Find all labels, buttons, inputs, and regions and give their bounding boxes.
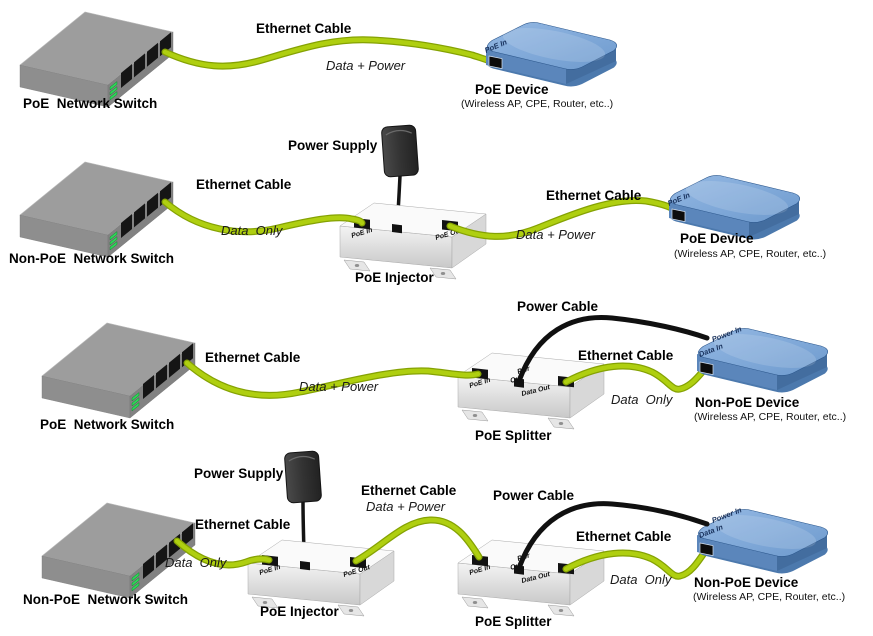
poe-splitter-label: PoE Splitter	[475, 614, 552, 629]
non-poe-device-label: Non-PoE Device	[694, 575, 799, 590]
data-power-label: Data + Power	[326, 58, 406, 73]
poe-device-body	[485, 20, 618, 87]
power-cable-label: Power Cable	[517, 299, 599, 314]
power-cable	[516, 314, 710, 384]
power-connector	[300, 561, 310, 571]
injector-body	[339, 202, 487, 280]
splitter-out-label: Out	[510, 561, 524, 571]
poe-network-switch	[19, 11, 174, 108]
poe-switch-label: PoE Network Switch	[40, 417, 175, 432]
poe-switch-label: PoE Network Switch	[23, 96, 158, 111]
power-supply-brick	[380, 124, 420, 178]
splitter-out-label: Out	[510, 374, 524, 384]
poe-device-sublabel: (Wireless AP, CPE, Router, etc..)	[461, 98, 614, 110]
ethernet-cable	[447, 198, 682, 239]
non-poe-device-label: Non-PoE Device	[695, 395, 800, 410]
poe-device-label: PoE Device	[680, 231, 754, 246]
ethernet-cable	[162, 37, 495, 69]
row-4-nonpoe-switch-injector-splitter-nonpoe-device: PoE In PoE Out PoE In Pwr Out Data Out P…	[41, 450, 829, 617]
poe-device-label: PoE Device	[475, 82, 549, 97]
ethernet-cable-label: Ethernet Cable	[195, 517, 291, 532]
poe-splitter: PoE In Pwr Out Data Out	[457, 539, 605, 617]
poe-device: PoE In	[483, 20, 618, 87]
data-power-label: Data + Power	[299, 379, 379, 394]
data-only-label: Data Only	[610, 572, 672, 587]
data-power-label: Data + Power	[516, 227, 596, 242]
data-power-label: Data + Power	[366, 499, 446, 514]
power-supply-label: Power Supply	[194, 466, 284, 481]
poe-injector-label: PoE Injector	[355, 270, 434, 285]
poe-network-switch	[41, 322, 196, 419]
ethernet-cable-label: Ethernet Cable	[256, 21, 352, 36]
non-poe-network-switch	[19, 161, 174, 258]
power-cable	[516, 501, 710, 571]
poe-device: PoE In	[666, 173, 801, 240]
poe-splitter: PoE In Pwr Out Data Out	[457, 352, 605, 430]
power-supply-label: Power Supply	[288, 138, 378, 153]
ethernet-cable-label: Ethernet Cable	[205, 350, 301, 365]
ethernet-cable	[563, 363, 707, 392]
non-poe-device-sublabel: (Wireless AP, CPE, Router, etc..)	[694, 411, 847, 423]
ethernet-cable-label: Ethernet Cable	[578, 348, 674, 363]
power-supply-brick	[283, 450, 323, 504]
data-only-label: Data Only	[221, 223, 283, 238]
non-poe-switch-label: Non-PoE Network Switch	[23, 592, 189, 607]
poe-device-sublabel: (Wireless AP, CPE, Router, etc..)	[674, 248, 827, 260]
ethernet-cable	[563, 550, 707, 579]
poe-splitter-label: PoE Splitter	[475, 428, 552, 443]
ethernet-cable	[174, 538, 272, 568]
data-only-label: Data Only	[165, 555, 227, 570]
ethernet-cable-label: Ethernet Cable	[546, 188, 642, 203]
power-cable-label: Power Cable	[493, 488, 575, 503]
non-poe-device-sublabel: (Wireless AP, CPE, Router, etc..)	[693, 591, 846, 603]
ethernet-cable	[162, 199, 365, 234]
poe-device-body	[668, 173, 801, 240]
poe-injector-label: PoE Injector	[260, 604, 339, 619]
power-connector	[392, 224, 402, 234]
ethernet-cable-label: Ethernet Cable	[576, 529, 672, 544]
non-poe-switch-label: Non-PoE Network Switch	[9, 251, 175, 266]
row-3-poe-switch-splitter-nonpoe-device: PoE In Pwr Out Data Out Power In Data In	[41, 314, 829, 430]
non-poe-network-switch	[41, 502, 196, 599]
ethernet-cable-label: Ethernet Cable	[196, 177, 292, 192]
data-only-label: Data Only	[611, 392, 673, 407]
ethernet-cable	[184, 360, 481, 398]
poe-injector: PoE In PoE Out	[339, 202, 487, 280]
ethernet-cable-label: Ethernet Cable	[361, 483, 457, 498]
ethernet-cable	[353, 517, 482, 564]
